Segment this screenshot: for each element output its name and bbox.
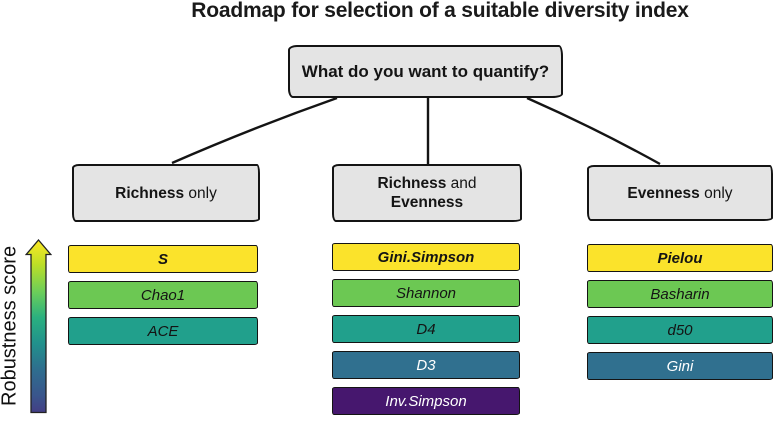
robustness-axis-label: Robustness score: [0, 245, 21, 407]
index-bar-label: Gini.Simpson: [377, 248, 475, 266]
branch-box-evenness-only: Evenness only: [587, 165, 773, 221]
index-bar-label: d50: [667, 321, 693, 339]
branch-box-label: Evenness only: [627, 184, 733, 202]
index-bar: ACE: [68, 317, 258, 345]
root-question-text: What do you want to quantify?: [301, 61, 550, 81]
connector-line-right: [526, 96, 661, 166]
index-bar-label: Basharin: [650, 285, 710, 303]
index-bar-label: Chao1: [140, 286, 186, 304]
index-bar-label: Shannon: [395, 284, 457, 302]
index-bar: Inv.Simpson: [332, 387, 520, 415]
bar-column-richness-evenness: Gini.Simpson Shannon D4 D3 Inv.Simpson: [332, 243, 520, 415]
figure-title: Roadmap for selection of a suitable dive…: [191, 0, 689, 22]
index-bar-label: S: [157, 250, 168, 268]
branch-box-richness-only: Richness only: [72, 164, 260, 222]
connector-line-left: [171, 96, 338, 165]
root-question-box: What do you want to quantify?: [288, 45, 563, 98]
index-bar-label: D3: [416, 356, 436, 374]
robustness-gradient-arrow: [24, 238, 53, 414]
index-bar: D3: [332, 351, 520, 379]
index-bar-label: Gini: [666, 357, 694, 375]
bar-column-evenness: Pielou Basharin d50 Gini: [587, 244, 773, 380]
bar-column-richness: S Chao1 ACE: [68, 245, 258, 345]
index-bar: Gini.Simpson: [332, 243, 520, 271]
index-bar: d50: [587, 316, 773, 344]
branch-box-richness-and-evenness: Richness and Evenness: [332, 164, 522, 222]
index-bar: Basharin: [587, 280, 773, 308]
index-bar: S: [68, 245, 258, 273]
arrow-shape: [24, 238, 53, 414]
index-bar-label: D4: [416, 320, 436, 338]
branch-box-label: Richness and Evenness: [377, 175, 477, 211]
index-bar: Pielou: [587, 244, 773, 272]
index-bar-label: Pielou: [657, 249, 703, 267]
index-bar-label: Inv.Simpson: [385, 392, 467, 410]
index-bar: Gini: [587, 352, 773, 380]
index-bar: D4: [332, 315, 520, 343]
branch-box-label: Richness only: [115, 184, 217, 202]
index-bar-label: ACE: [147, 322, 179, 340]
index-bar: Chao1: [68, 281, 258, 309]
index-bar: Shannon: [332, 279, 520, 307]
